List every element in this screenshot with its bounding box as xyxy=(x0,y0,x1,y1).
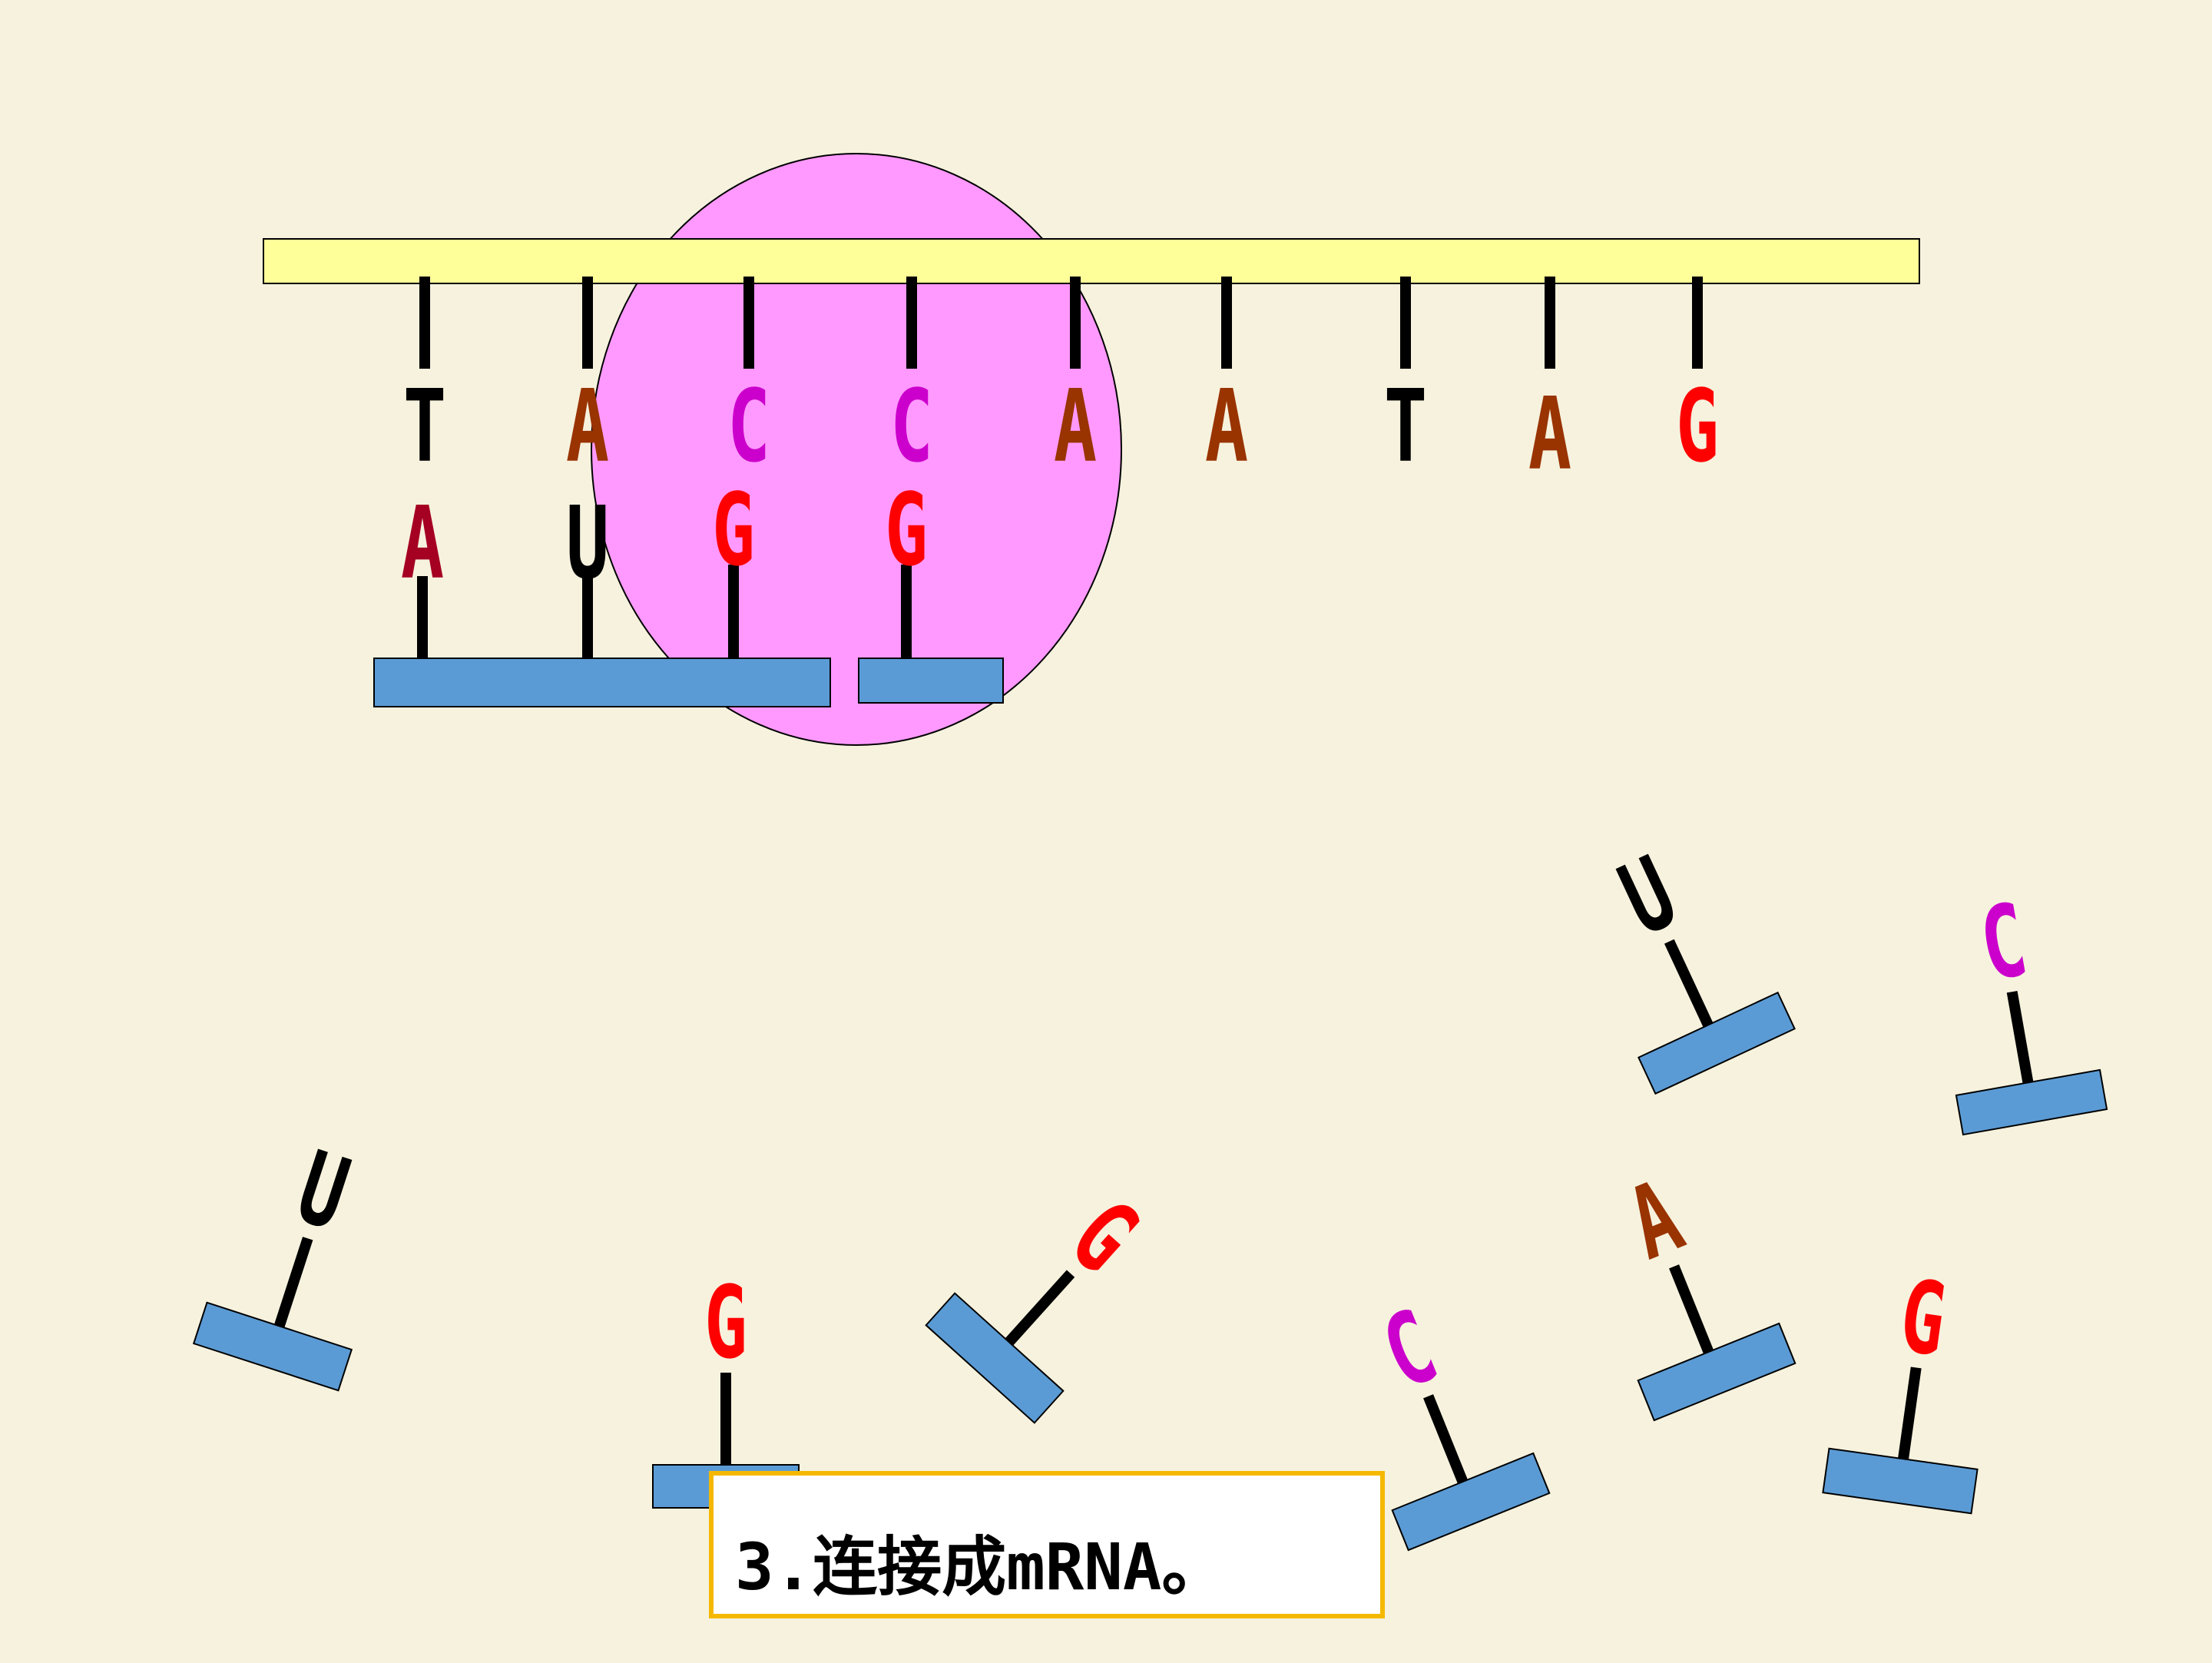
template-base-label-group: A xyxy=(1054,368,1097,484)
free-nucleotide-bond xyxy=(1423,1394,1469,1484)
free-nucleotide-bond xyxy=(2006,991,2034,1084)
ribosome xyxy=(591,153,1122,746)
free-nucleotide: U xyxy=(192,1129,362,1392)
free-nucleotide-label-group: U xyxy=(285,1129,362,1253)
template-base-label: T xyxy=(1384,368,1427,484)
free-nucleotide-body xyxy=(1637,1322,1796,1422)
free-nucleotide-body xyxy=(1955,1068,2108,1136)
free-nucleotide-label-group: G xyxy=(1893,1257,1952,1379)
free-nucleotide-label-group: C xyxy=(1368,1288,1452,1413)
free-nucleotide-bond xyxy=(1669,1264,1714,1354)
paired-base-label: G xyxy=(885,472,928,588)
free-nucleotide-label-group: U xyxy=(1604,834,1692,958)
template-base-label: A xyxy=(1528,376,1571,492)
paired-base-label-group: U xyxy=(566,485,609,601)
template-base-label-group: G xyxy=(1676,368,1719,484)
free-nucleotide-body xyxy=(192,1301,353,1392)
free-nucleotide-body xyxy=(1391,1452,1551,1552)
dna-template-strand xyxy=(263,238,1920,284)
template-nucleotide: T xyxy=(1384,277,1427,485)
template-base-label: C xyxy=(890,368,933,484)
template-base-label-group: A xyxy=(1205,368,1248,484)
free-nucleotide-bond xyxy=(273,1237,313,1328)
free-nucleotide-label-group: G xyxy=(704,1264,747,1380)
paired-nucleotide: A xyxy=(401,485,444,661)
free-nucleotide-label: U xyxy=(1604,834,1692,958)
template-base-label: G xyxy=(1676,368,1719,484)
free-nucleotide: U xyxy=(1604,834,1796,1095)
paired-base-label: A xyxy=(401,485,444,601)
free-nucleotide-bond xyxy=(1664,939,1714,1028)
template-base-label-group: T xyxy=(1384,368,1427,484)
free-nucleotide-label-group: C xyxy=(1972,882,2035,1004)
paired-base-label: G xyxy=(712,472,755,588)
template-nucleotide: A xyxy=(1205,277,1248,485)
mrna-backbone-unjoined xyxy=(858,658,1004,704)
paired-base-label-group: G xyxy=(885,472,928,588)
free-nucleotide-label: C xyxy=(1368,1288,1452,1413)
free-nucleotide-bond xyxy=(1005,1270,1075,1346)
paired-base-label-group: A xyxy=(401,485,444,601)
free-nucleotide-body xyxy=(1637,991,1796,1095)
template-base-label-group: A xyxy=(566,368,609,484)
paired-nucleotide: U xyxy=(566,485,609,661)
free-nucleotide-label: U xyxy=(285,1129,362,1253)
free-nucleotide-label: A xyxy=(1614,1158,1697,1283)
template-base-label-group: T xyxy=(403,368,446,484)
free-nucleotide-label-group: G xyxy=(1049,1179,1159,1294)
free-nucleotide: A xyxy=(1614,1158,1796,1422)
paired-base-label: U xyxy=(566,485,609,601)
template-base-label-group: C xyxy=(727,368,770,484)
caption-text: 3.连接成mRNA。 xyxy=(735,1529,1227,1605)
template-nucleotide: C xyxy=(727,277,770,485)
template-base-label: A xyxy=(1054,368,1097,484)
paired-nucleotide: G xyxy=(885,472,928,661)
free-nucleotide-label: G xyxy=(704,1264,747,1380)
free-nucleotide: C xyxy=(1955,882,2108,1136)
free-nucleotide-label-group: A xyxy=(1614,1158,1697,1283)
template-base-label-group: A xyxy=(1528,376,1571,492)
caption-box: 3.连接成mRNA。 xyxy=(709,1471,1385,1618)
free-nucleotide-label: C xyxy=(1972,882,2035,1004)
free-nucleotide-bond xyxy=(1898,1367,1922,1460)
template-base-label: C xyxy=(727,368,770,484)
mrna-backbone-joined xyxy=(373,658,831,707)
free-nucleotide-label: G xyxy=(1049,1179,1159,1294)
free-nucleotide: G xyxy=(925,1179,1159,1424)
template-nucleotide: G xyxy=(1676,277,1719,485)
free-nucleotide: G xyxy=(1822,1257,1979,1515)
template-base-label: A xyxy=(1205,368,1248,484)
template-nucleotide: A xyxy=(1054,277,1097,485)
paired-base-label-group: G xyxy=(712,472,755,588)
paired-nucleotide: G xyxy=(712,472,755,661)
template-nucleotide: A xyxy=(1528,277,1571,492)
template-base-label: T xyxy=(403,368,446,484)
template-nucleotide: C xyxy=(890,277,933,485)
template-base-label: A xyxy=(566,368,609,484)
template-nucleotide: A xyxy=(566,277,609,485)
template-base-label-group: C xyxy=(890,368,933,484)
free-nucleotide-label: G xyxy=(1893,1257,1952,1379)
template-nucleotide: T xyxy=(403,277,446,485)
